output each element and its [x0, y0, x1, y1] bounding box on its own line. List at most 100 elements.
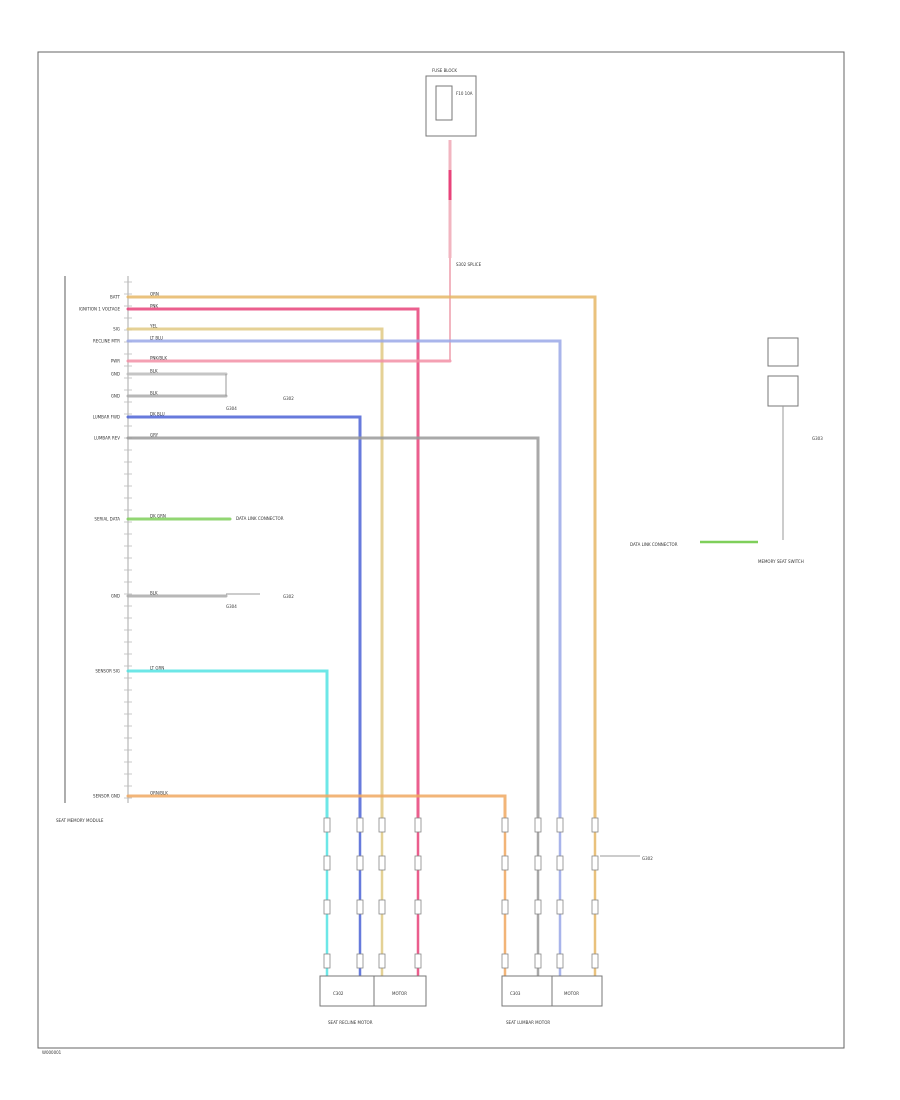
- connector-pin-p1-2: [591, 899, 599, 915]
- connector-pin-p12-0: [323, 817, 331, 833]
- fuse-block-label: FUSE BLOCK: [432, 68, 457, 73]
- lumbar-motor-tag: C303: [510, 991, 521, 996]
- wire-color-p8: DK BLU: [150, 412, 165, 417]
- pin-label-p1: BATT: [110, 295, 121, 300]
- connector-pin-p1-3: [591, 953, 599, 969]
- recline-motor-box: [319, 975, 427, 1007]
- connector-pin-p3-2: [378, 899, 386, 915]
- splice-label: S302 SPLICE: [456, 262, 482, 267]
- lumbar-motor-tag-2: MOTOR: [564, 991, 579, 996]
- recline-motor-tag-2: MOTOR: [392, 991, 407, 996]
- fuse-block: FUSE BLOCK F10 10A: [425, 68, 477, 137]
- connector-pin-p13-2: [501, 899, 509, 915]
- connector-pin-p8-2: [356, 899, 364, 915]
- fuse-block-box: [425, 75, 477, 137]
- serial-data-destination: DATA LINK CONNECTOR: [236, 516, 284, 521]
- pin-label-p12: SENSOR SIG: [95, 669, 120, 674]
- right-ground-label: G303: [812, 436, 823, 441]
- pin-label-p9: LUMBAR REV: [94, 436, 120, 441]
- connector-pin-p9-2: [534, 899, 542, 915]
- wire-p8: [126, 415, 362, 832]
- diagram-frame: [37, 51, 845, 1049]
- connector-pin-p2-2: [414, 899, 422, 915]
- connector-pin-p12-3: [323, 953, 331, 969]
- fuse-label: F10 10A: [456, 91, 473, 96]
- connector-pin-p9-3: [534, 953, 542, 969]
- switch-body-bottom: [767, 375, 799, 407]
- connector-pin-p9-1: [534, 855, 542, 871]
- connector-pin-p13-0: [501, 817, 509, 833]
- lumbar-motor-label: SEAT LUMBAR MOTOR: [506, 1020, 550, 1025]
- wire-color-p6: BLK: [150, 369, 158, 374]
- wire-p2: [126, 307, 420, 832]
- wire-color-p10: DK GRN: [150, 514, 166, 519]
- wire-color-p2: PNK: [150, 304, 158, 309]
- connector-pin-p9-0: [534, 817, 542, 833]
- recline-motor-label: SEAT RECLINE MOTOR: [328, 1020, 373, 1025]
- pin-label-p3: SIG: [113, 327, 120, 332]
- connector-pin-p8-1: [356, 855, 364, 871]
- right-serial-destination: DATA LINK CONNECTOR: [630, 542, 678, 547]
- connector-pin-p3-1: [378, 855, 386, 871]
- wire-p12: [126, 669, 329, 832]
- pin-label-p5: PWR: [111, 359, 120, 364]
- connector-pin-p3-0: [378, 817, 386, 833]
- lumbar-motor: C303 MOTOR SEAT LUMBAR MOTOR: [501, 975, 603, 1025]
- wire-color-p5: PNK/BLK: [150, 356, 167, 361]
- ground-junction-b: G304 G302: [226, 593, 294, 609]
- connector-pin-p2-0: [414, 817, 422, 833]
- fuse-body: [435, 85, 453, 121]
- pin-label-p4: RECLINE MTR: [93, 339, 120, 344]
- pin-label-p13: SENSOR GND: [93, 794, 120, 799]
- wire-p9: [126, 436, 540, 832]
- connector-pin-p4-2: [556, 899, 564, 915]
- pin-label-p11: GND: [111, 594, 120, 599]
- wire-color-p13: ORN/BLK: [150, 791, 168, 796]
- wire-color-p1: ORN: [150, 292, 159, 297]
- wire-color-p9: GRY: [150, 433, 159, 438]
- connector-pin-p1-0: [591, 817, 599, 833]
- wire-p1: [126, 295, 597, 832]
- memory-seat-switch: MEMORY SEAT SWITCH G303: [758, 337, 823, 564]
- connector-pin-p12-2: [323, 899, 331, 915]
- pin-label-p7: GND: [111, 394, 120, 399]
- recline-motor: C302 MOTOR SEAT RECLINE MOTOR: [319, 975, 427, 1025]
- wire-color-p7: BLK: [150, 391, 158, 396]
- seat-module-label: SEAT MEMORY MODULE: [56, 818, 104, 823]
- wire-p3: [126, 327, 384, 832]
- wire-color-p4: LT BLU: [150, 336, 163, 341]
- wire-p13: [126, 794, 507, 832]
- connector-pin-p4-0: [556, 817, 564, 833]
- page-id: W000001: [42, 1050, 62, 1055]
- memory-seat-switch-label: MEMORY SEAT SWITCH: [758, 559, 804, 564]
- pin-label-p10: SERIAL DATA: [94, 517, 120, 522]
- ground-b-label: G304: [226, 604, 237, 609]
- wire-color-p12: LT GRN: [150, 666, 164, 671]
- recline-motor-tag: C302: [333, 991, 344, 996]
- connector-strips: [323, 817, 599, 976]
- connector-pin-p13-3: [501, 953, 509, 969]
- ground-junction-a: G304 G302: [225, 374, 294, 411]
- seat-module-pins: BATT ORN IGNITION 1 VOLTAGE PNK SIG YEL RECLIN…: [79, 281, 168, 799]
- connector-pin-p2-3: [414, 953, 422, 969]
- ground-b-desc: G302: [283, 594, 294, 599]
- connector-pin-p8-0: [356, 817, 364, 833]
- connector-pin-p1-1: [591, 855, 599, 871]
- wire-bundle: [126, 295, 597, 832]
- connector-pin-p2-1: [414, 855, 422, 871]
- pin-label-p2: IGNITION 1 VOLTAGE: [79, 307, 121, 312]
- connector-pin-p8-3: [356, 953, 364, 969]
- connector-pin-p4-3: [556, 953, 564, 969]
- wire-color-p11: BLK: [150, 591, 158, 596]
- connector-pin-p3-3: [378, 953, 386, 969]
- pin-label-p8: LUMBAR FWD: [93, 415, 120, 420]
- connector-pin-p12-1: [323, 855, 331, 871]
- connector-ground-label: G302: [642, 856, 653, 861]
- switch-body-top: [767, 337, 799, 367]
- wire-color-p3: YEL: [149, 324, 158, 329]
- connector-pin-p4-1: [556, 855, 564, 871]
- wire-p4: [126, 339, 562, 832]
- pin-label-p6: GND: [111, 372, 120, 377]
- connector-pin-p13-1: [501, 855, 509, 871]
